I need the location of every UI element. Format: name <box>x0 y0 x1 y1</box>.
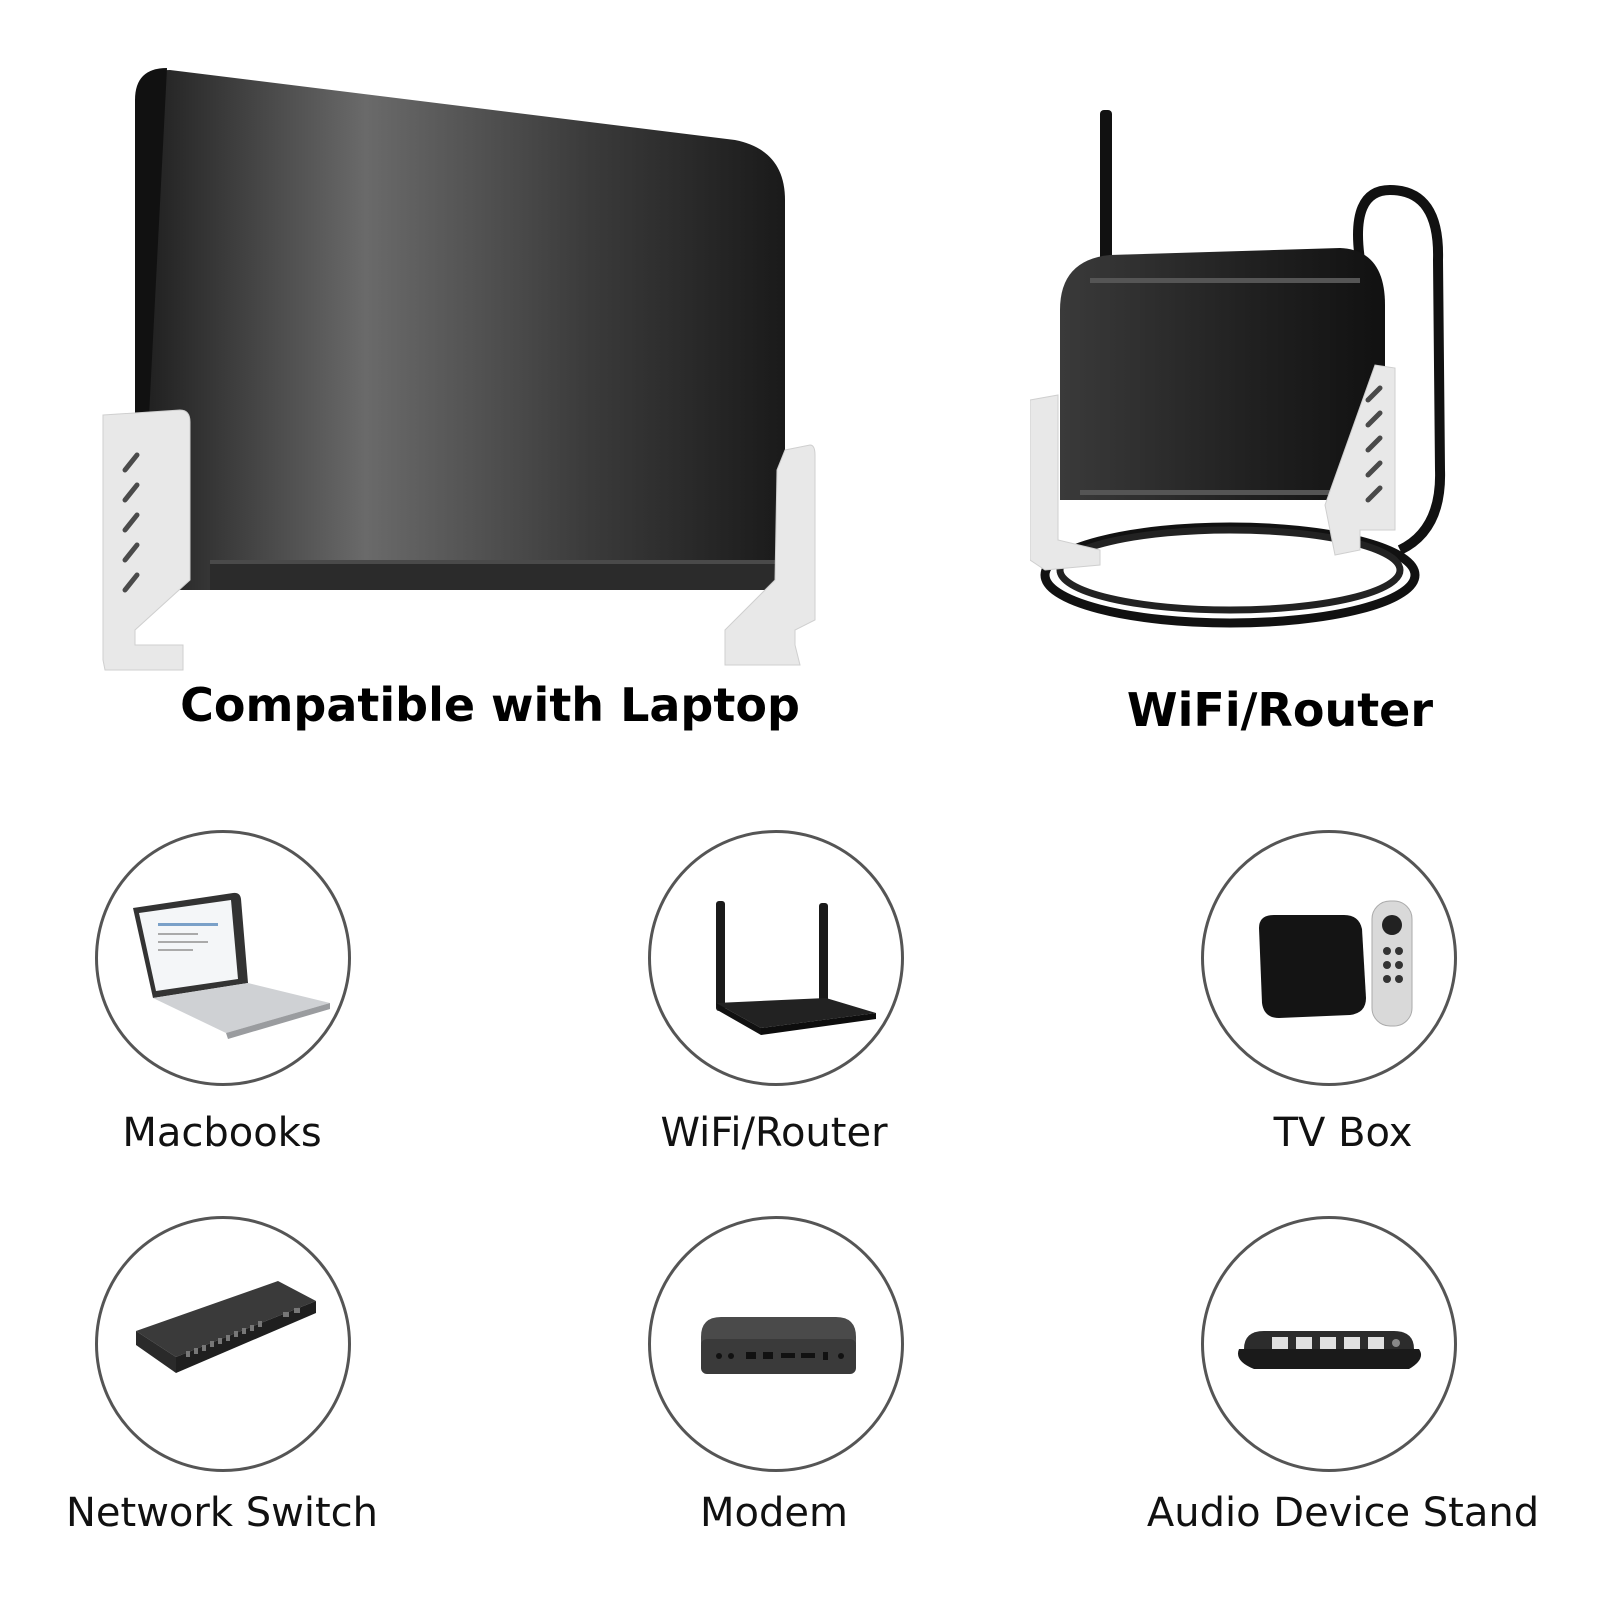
macbook-circle <box>95 830 351 1086</box>
device-label-modem: Modem <box>700 1490 848 1536</box>
device-label-macbooks: Macbooks <box>122 1110 322 1156</box>
router-icon <box>716 901 876 1035</box>
device-label-tv-box: TV Box <box>1273 1110 1413 1156</box>
audio-device-circle <box>1201 1216 1457 1472</box>
network-switch-icon <box>136 1281 316 1373</box>
router-circle <box>648 830 904 1086</box>
laptop-caption: Compatible with Laptop <box>180 678 800 732</box>
device-label-network-switch: Network Switch <box>66 1490 378 1536</box>
tv-box-circle <box>1201 830 1457 1086</box>
modem-icon <box>701 1317 856 1374</box>
macbook-icon <box>133 892 330 1039</box>
device-label-audio-device-stand: Audio Device Stand <box>1146 1490 1540 1536</box>
network-switch-circle <box>95 1216 351 1472</box>
router-caption: WiFi/Router <box>1126 683 1434 737</box>
router-in-brackets-illustration <box>1030 110 1446 628</box>
modem-circle <box>648 1216 904 1472</box>
laptop-in-brackets-illustration <box>102 68 816 671</box>
audio-device-icon <box>1238 1331 1422 1369</box>
tv-box-icon <box>1259 900 1413 1027</box>
device-label-router: WiFi/Router <box>660 1110 888 1156</box>
